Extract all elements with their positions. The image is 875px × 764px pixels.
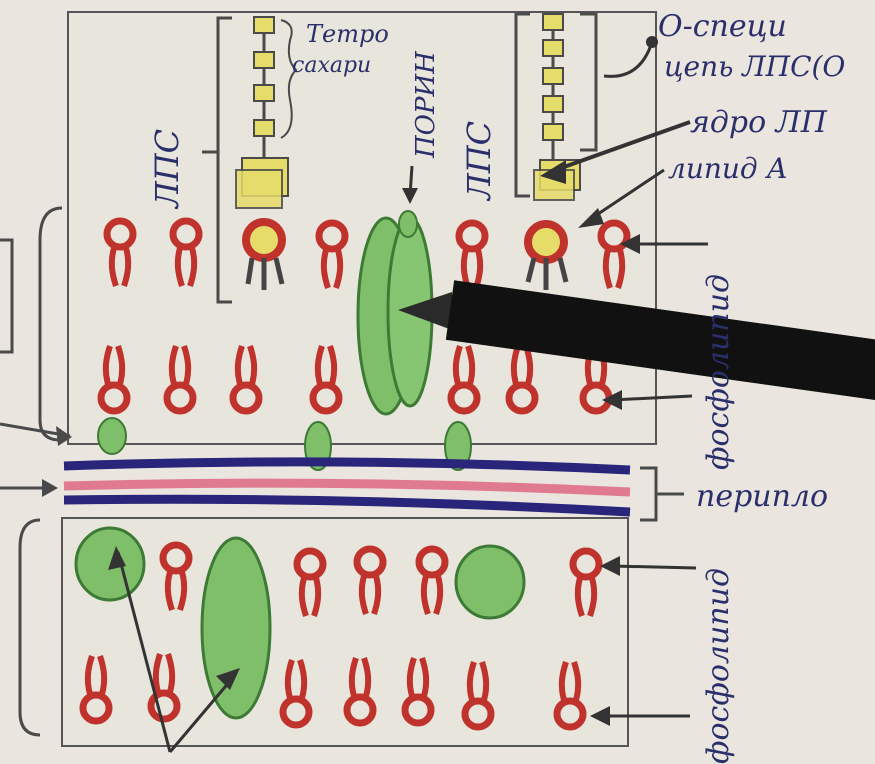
outer-membrane-bracket [40,208,62,440]
label-phospholipid-lower: фосфолипид [701,568,736,764]
label-lps-core: ядро ЛП [690,105,828,140]
label-lps-right: ЛПС [460,121,498,202]
label-tetra-line1: Тетро [306,20,389,48]
peptidoglycan-layer [64,462,630,512]
label-phospholipid-upper: фосфолипид [701,274,736,470]
left-edge-bracket [0,240,12,352]
lipoprotein-anchor [98,418,126,454]
label-porin: ПОРИН [411,50,441,159]
inner-membrane-bracket [20,520,40,735]
membrane-protein [456,546,524,618]
membrane-protein [202,538,270,718]
label-lipid-a: липид А [668,152,788,185]
label-o-chain-line2: цепь ЛПС(О [664,50,845,83]
label-periplasm: перипло [696,479,828,514]
label-o-chain-line1: О-специ [658,9,787,44]
label-tetra-line2: сахари [292,53,371,78]
periplasm-bracket [640,468,656,520]
label-lps-left: ЛПС [148,129,186,210]
